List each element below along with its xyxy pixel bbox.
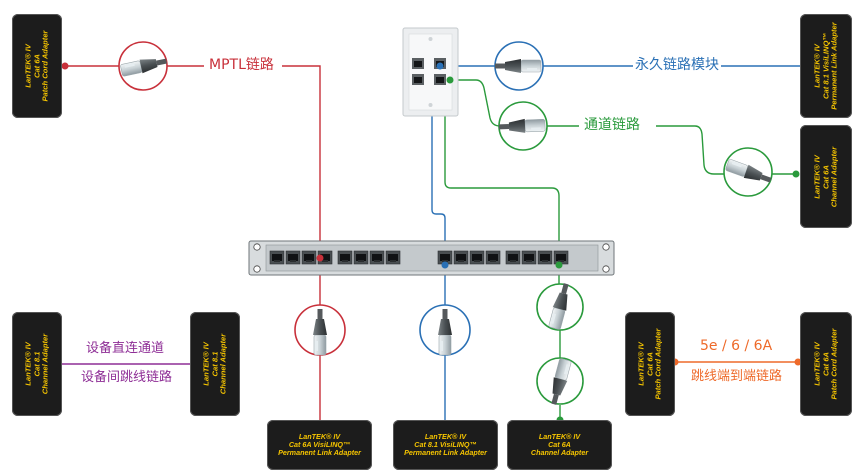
wall-outlet-icon	[402, 27, 459, 117]
channel-link-label: 通道链路	[582, 117, 642, 133]
mptl-adapter-node	[61, 62, 69, 70]
channel-adapter-node	[792, 170, 800, 178]
permanent-panel-node	[441, 261, 449, 269]
permanent-node	[436, 62, 444, 70]
patch-node-right	[794, 358, 802, 366]
channel-node	[446, 76, 454, 84]
permanent-plug-top	[494, 41, 544, 91]
end-to-end-patch-link-label: 跳线端到端链路	[691, 369, 783, 384]
cat-versions-label: 5e / 6 / 6A	[700, 338, 773, 354]
permanent-link-module-label: 永久链路模块	[633, 57, 721, 73]
channel-plug-bottom-2	[536, 357, 584, 407]
mptl-plug-top	[118, 41, 169, 91]
patch-panel-icon	[248, 240, 615, 276]
channel-plug-bottom-1	[536, 281, 584, 331]
mptl-panel-node	[316, 254, 324, 262]
mptl-plug-bottom	[294, 304, 346, 356]
permanent-plug-bottom	[419, 304, 471, 356]
channel-plug-right	[723, 147, 774, 197]
channel-plug-top	[498, 101, 548, 151]
device-patch-link-label: 设备间跳线链路	[81, 370, 173, 385]
device-direct-channel-label: 设备直连通道	[86, 341, 165, 356]
mptl-label: MPTL链路	[207, 57, 276, 73]
channel-panel-node	[555, 261, 563, 269]
